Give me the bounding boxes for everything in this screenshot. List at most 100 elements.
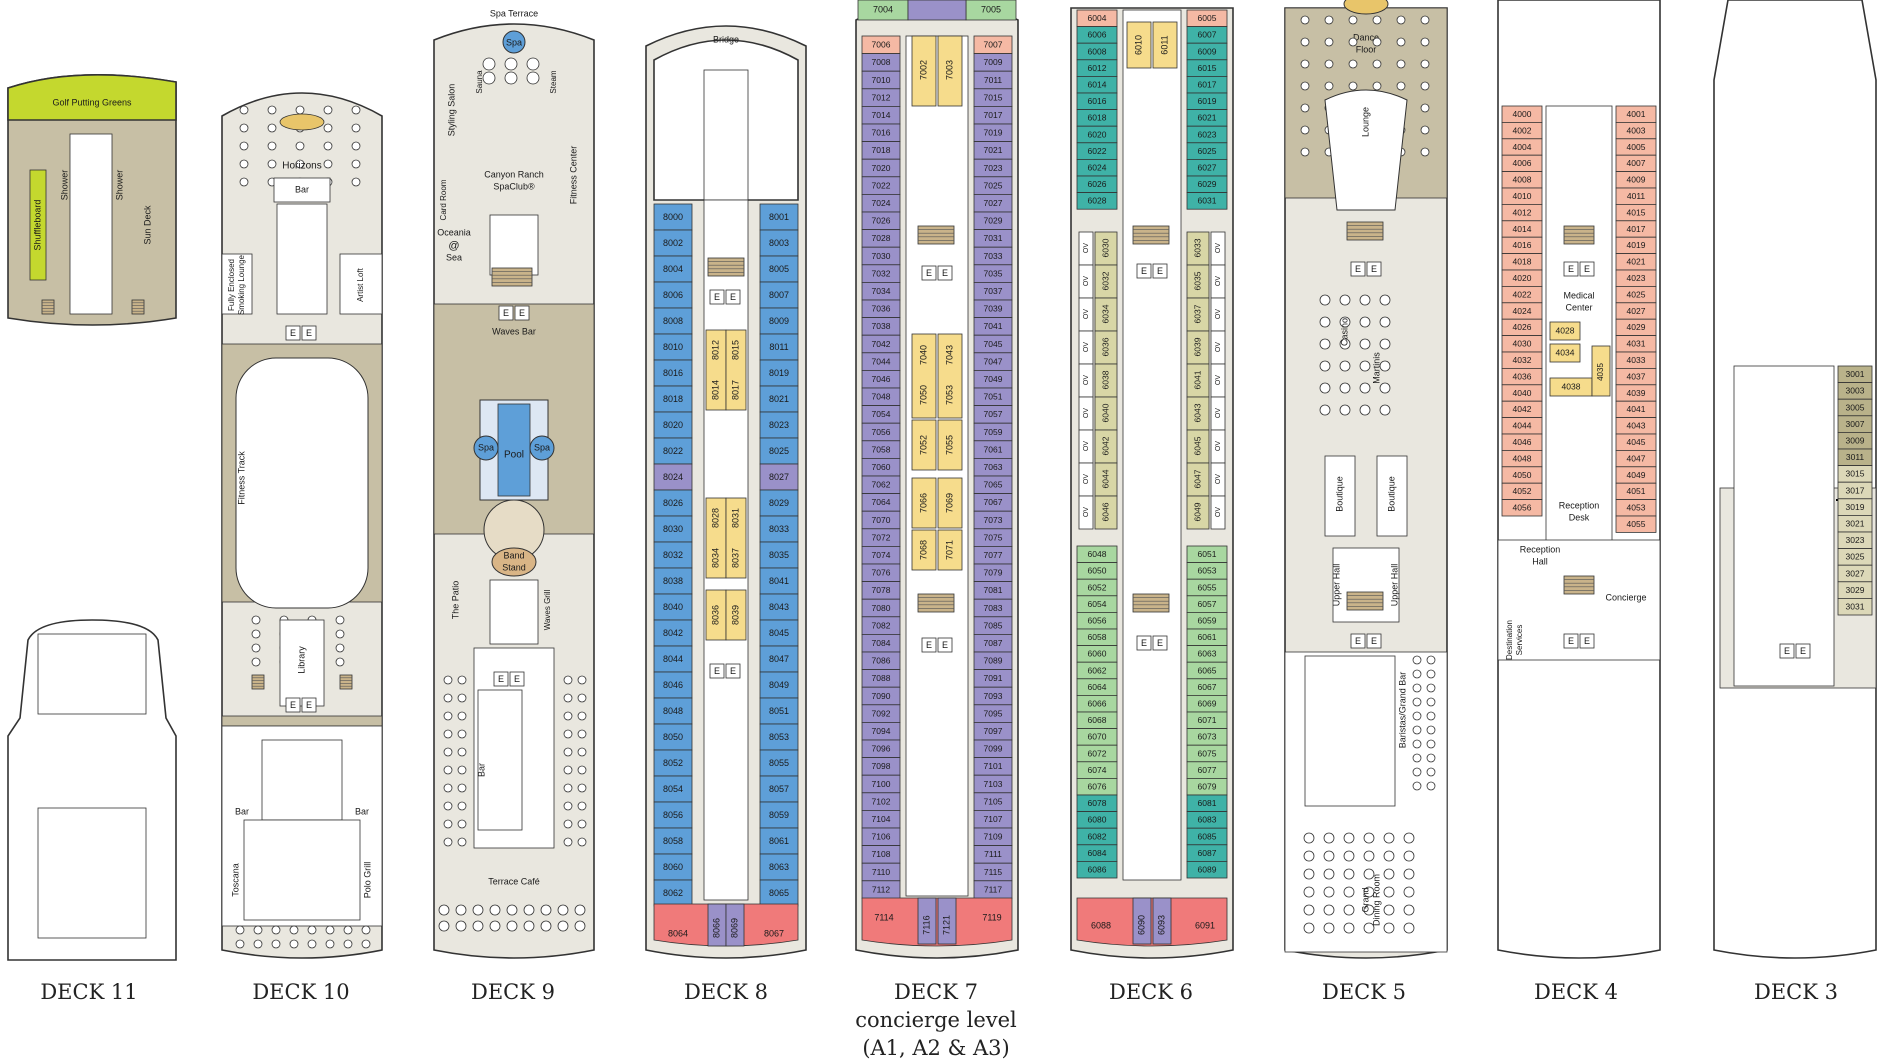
table-seating-icon (1396, 15, 1406, 25)
obstructed-view-label: OV (1215, 276, 1222, 286)
upper-hall-label: Upper Hall (1389, 564, 1399, 607)
stateroom-number: 8044 (663, 654, 683, 664)
stateroom-number: 6019 (1198, 96, 1217, 106)
table-seating-icon (335, 615, 345, 625)
stateroom (937, 529, 963, 571)
canyon-ranch-label: Canyon Ranch (484, 169, 544, 179)
table-seating-icon (1323, 868, 1335, 880)
stateroom-number: 6040 (1100, 403, 1110, 422)
elevator-label: E (730, 666, 736, 676)
stateroom-number: 8000 (663, 212, 683, 222)
table-seating-icon (1323, 832, 1335, 844)
table-seating-icon (1426, 767, 1436, 777)
stateroom-number: 7057 (984, 409, 1003, 419)
table-seating-icon (1372, 59, 1382, 69)
elevator-label: E (1355, 264, 1361, 274)
stateroom (725, 497, 747, 579)
table-seating-icon (253, 925, 263, 935)
elevator-icon (1579, 633, 1595, 649)
stateroom-number: 6021 (1198, 113, 1217, 123)
deck-7-label[interactable]: DECK 7 (894, 980, 978, 1004)
stateroom-number: 8054 (663, 784, 683, 794)
shuffleboard-label: Shuffleboard (32, 200, 42, 251)
deck-3-label[interactable]: DECK 3 (1754, 980, 1838, 1004)
stateroom-number: 3023 (1846, 535, 1865, 545)
deck-10-label[interactable]: DECK 10 (252, 980, 350, 1004)
table-seating-icon (1412, 683, 1422, 693)
table-seating-icon (1403, 850, 1415, 862)
fitness-track-label: Fitness Track (236, 451, 246, 505)
stairs-icon (131, 299, 145, 315)
stateroom-number: 7103 (984, 779, 1003, 789)
table-seating-icon (267, 141, 277, 151)
table-seating-icon (1323, 922, 1335, 934)
stateroom-number: 7050 (918, 385, 928, 405)
stateroom (653, 671, 693, 699)
stateroom-number: 6008 (1088, 46, 1107, 56)
deck-6-label[interactable]: DECK 6 (1109, 980, 1193, 1004)
table-seating-icon (1372, 81, 1382, 91)
stateroom-number: 7012 (872, 92, 891, 102)
table-seating-icon (1383, 850, 1395, 862)
stateroom-number: 3003 (1846, 386, 1865, 396)
elevator-label: E (519, 308, 525, 318)
table-seating-icon (540, 904, 552, 916)
stateroom-number: 7070 (872, 515, 891, 525)
table-seating-icon (253, 939, 263, 949)
stateroom-number: 7090 (872, 691, 891, 701)
deck-4-label[interactable]: DECK 4 (1534, 980, 1618, 1004)
stateroom-number: 4034 (1556, 347, 1575, 357)
table-seating-icon (1420, 15, 1430, 25)
table-seating-icon (482, 71, 496, 85)
stateroom-number: 7092 (872, 708, 891, 718)
stairs-icon (339, 674, 353, 690)
table-seating-icon (1303, 832, 1315, 844)
elevator-icon (285, 697, 301, 713)
elevator-label: E (1157, 638, 1163, 648)
table-seating-icon (455, 920, 467, 932)
elevator-icon (514, 305, 530, 321)
elevator-label: E (503, 308, 509, 318)
stateroom (759, 437, 799, 465)
table-seating-icon (1426, 669, 1436, 679)
deck-11-label[interactable]: DECK 11 (40, 980, 138, 1004)
elevator-icon (498, 305, 514, 321)
elevator-label: E (714, 292, 720, 302)
stage-icon (1343, 0, 1389, 15)
stateroom-number: 3015 (1846, 469, 1865, 479)
deck-9-label[interactable]: DECK 9 (471, 980, 555, 1004)
stateroom-number: 3025 (1846, 552, 1865, 562)
elevator-icon (493, 671, 509, 687)
table-seating-icon (1324, 59, 1334, 69)
bar-label: Bar (295, 184, 309, 194)
stateroom-number: 7083 (984, 603, 1003, 613)
table-seating-icon (1420, 147, 1430, 157)
stateroom-number: 7104 (872, 814, 891, 824)
stateroom (653, 203, 693, 231)
table-seating-icon (325, 939, 335, 949)
elevator-label: E (1568, 264, 1574, 274)
stateroom-number: 6035 (1192, 271, 1202, 290)
elevator-label: E (1584, 636, 1590, 646)
stateroom-number: 7112 (872, 884, 891, 894)
stateroom-number: 4042 (1513, 404, 1532, 414)
table-seating-icon (1412, 711, 1422, 721)
table-seating-icon (457, 819, 467, 829)
stateroom-number: 7016 (872, 128, 891, 138)
stateroom-number: 6085 (1198, 831, 1217, 841)
stateroom-number: 7011 (984, 75, 1003, 85)
stateroom-number: 6022 (1088, 146, 1107, 156)
table-seating-icon (1300, 103, 1310, 113)
table-seating-icon (523, 920, 535, 932)
stateroom (759, 359, 799, 387)
stateroom (759, 385, 799, 413)
deck-8-label[interactable]: DECK 8 (684, 980, 768, 1004)
table-seating-icon (1363, 904, 1375, 916)
deck-5-label[interactable]: DECK 5 (1322, 980, 1406, 1004)
elevator-icon (1366, 633, 1382, 649)
upper-hall-label: Upper Hall (1331, 564, 1341, 607)
table-seating-icon (1359, 404, 1371, 416)
table-seating-icon (1412, 697, 1422, 707)
table-seating-icon (1359, 294, 1371, 306)
band-stand-label: Stand (502, 562, 526, 572)
